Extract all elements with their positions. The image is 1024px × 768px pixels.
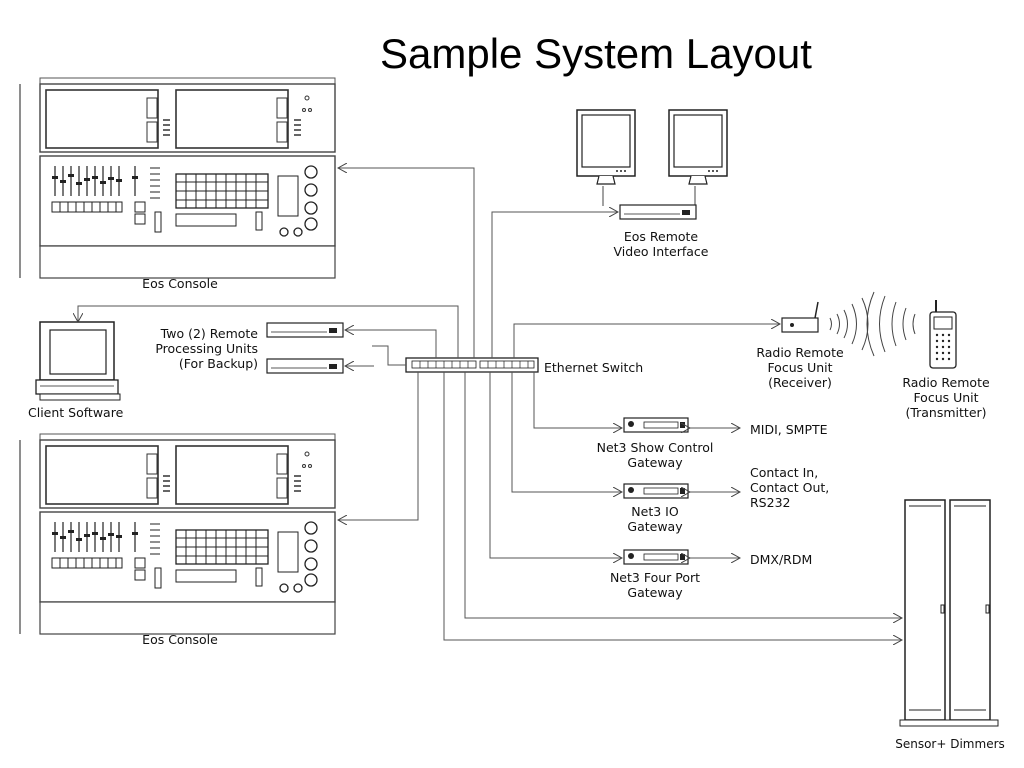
remote-processing-unit-1 bbox=[266, 322, 344, 338]
monitor-right bbox=[668, 109, 728, 185]
remote-video-interface-unit bbox=[619, 204, 697, 220]
gateway-output-arrows bbox=[690, 428, 740, 558]
radio-receiver bbox=[781, 301, 819, 333]
radio-waves bbox=[829, 291, 916, 357]
label-sensor-dimmers: Sensor+ Dimmers bbox=[895, 737, 1005, 751]
label-eos-console-top: Eos Console bbox=[142, 276, 218, 291]
dimmer-rack-right bbox=[949, 499, 991, 721]
remote-processing-unit-2 bbox=[266, 358, 344, 374]
eos-console-top bbox=[19, 77, 336, 279]
label-io-outputs: Contact In,Contact Out,RS232 bbox=[750, 465, 830, 510]
label-midi-smpte: MIDI, SMPTE bbox=[750, 422, 828, 437]
connection-lines bbox=[78, 168, 902, 640]
label-eos-console-bottom: Eos Console bbox=[142, 632, 218, 647]
label-dmx-rdm: DMX/RDM bbox=[750, 552, 813, 567]
eos-console-bottom bbox=[19, 433, 336, 635]
ethernet-switch bbox=[405, 357, 539, 373]
page-title: Sample System Layout bbox=[380, 30, 812, 77]
net3-show-control-gateway-unit bbox=[623, 417, 689, 433]
monitor-left bbox=[576, 109, 636, 185]
net3-io-gateway-unit bbox=[623, 483, 689, 499]
label-client-software: Client Software bbox=[28, 405, 124, 420]
label-ethernet-switch: Ethernet Switch bbox=[544, 360, 644, 375]
radio-transmitter bbox=[929, 300, 957, 369]
net3-four-port-gateway-unit bbox=[623, 549, 689, 565]
client-software-laptop bbox=[35, 321, 121, 401]
dimmer-rack-left bbox=[904, 499, 946, 721]
